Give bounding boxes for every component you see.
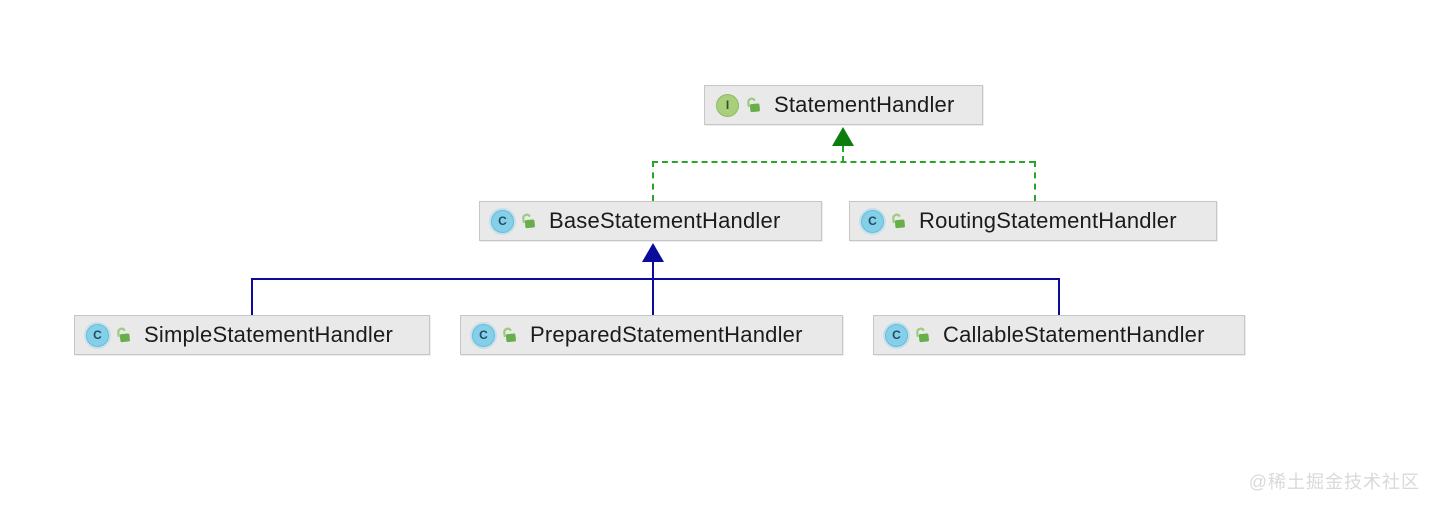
implements-edge-horizontal: [652, 161, 1035, 163]
class-icon: C: [885, 323, 908, 347]
extends-edge-horizontal: [251, 278, 1059, 280]
implements-edge-from-routing: [1034, 161, 1036, 201]
unlocked-icon: [519, 212, 537, 230]
implements-edge-from-base: [652, 161, 654, 201]
class-icon: C: [86, 323, 109, 347]
unlocked-icon: [500, 326, 518, 344]
class-icon-letter: C: [479, 328, 488, 342]
implements-edge-stub: [842, 146, 844, 162]
extends-edge-from-simple: [251, 278, 253, 315]
node-base-statement-handler[interactable]: C BaseStatementHandler: [479, 201, 822, 241]
interface-icon: I: [716, 93, 739, 117]
class-icon: C: [472, 323, 495, 347]
class-icon-letter: C: [868, 214, 877, 228]
extends-arrowhead: [642, 243, 664, 262]
node-callable-statement-handler[interactable]: C CallableStatementHandler: [873, 315, 1245, 355]
class-name-label: CallableStatementHandler: [943, 322, 1205, 347]
watermark: @稀土掘金技术社区: [1248, 472, 1420, 492]
implements-arrowhead: [832, 127, 854, 146]
unlocked-icon: [913, 326, 931, 344]
node-statement-handler[interactable]: I StatementHandler: [704, 85, 983, 125]
extends-edge-from-prepared: [652, 261, 654, 315]
class-icon-letter: C: [892, 328, 901, 342]
node-prepared-statement-handler[interactable]: C PreparedStatementHandler: [460, 315, 843, 355]
class-icon: C: [491, 209, 514, 233]
node-routing-statement-handler[interactable]: C RoutingStatementHandler: [849, 201, 1217, 241]
class-icon-letter: C: [93, 328, 102, 342]
extends-edge-from-callable: [1058, 278, 1060, 315]
class-name-label: BaseStatementHandler: [549, 208, 781, 233]
interface-icon-letter: I: [725, 98, 730, 112]
class-name-label: PreparedStatementHandler: [530, 322, 803, 347]
class-name-label: StatementHandler: [774, 92, 955, 117]
class-icon-letter: C: [498, 214, 507, 228]
unlocked-icon: [114, 326, 132, 344]
unlocked-icon: [744, 96, 762, 114]
node-simple-statement-handler[interactable]: C SimpleStatementHandler: [74, 315, 430, 355]
class-name-label: RoutingStatementHandler: [919, 208, 1177, 233]
class-icon: C: [861, 209, 884, 233]
unlocked-icon: [889, 212, 907, 230]
class-name-label: SimpleStatementHandler: [144, 322, 393, 347]
